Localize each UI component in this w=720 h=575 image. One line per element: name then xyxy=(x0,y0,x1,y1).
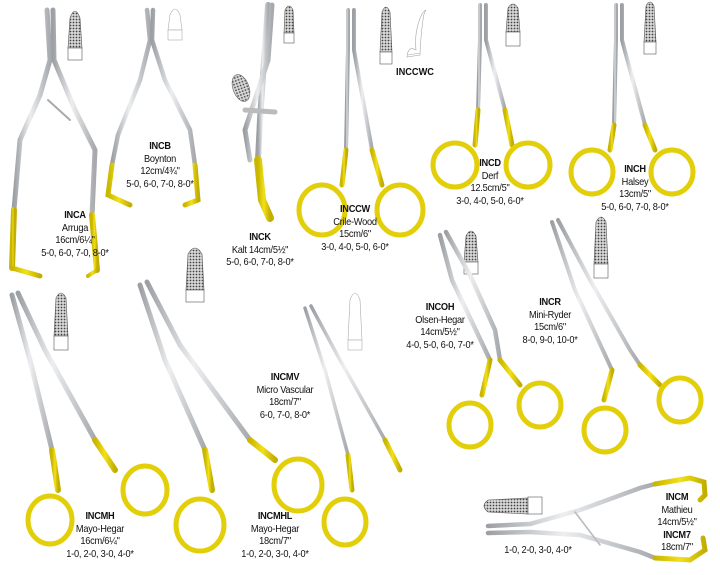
product-code: INCCW xyxy=(339,203,370,215)
product-sutures: 5-0, 6-0, 7-0, 8-0* xyxy=(226,256,294,268)
product-sutures: 3-0, 4-0, 5-0, 6-0* xyxy=(321,240,389,253)
tip-icon-incd xyxy=(505,3,521,47)
product-name: Mayo-Hegar xyxy=(250,522,300,535)
product-name: Mini-Ryder xyxy=(528,308,572,321)
product-name: Boynton xyxy=(143,152,177,165)
product-label-incoh: INCOH Olsen-Hegar 14cm/5½" 4-0, 5-0, 6-0… xyxy=(396,301,484,351)
product-size: 14cm/5½" xyxy=(420,326,460,338)
tip-icon-incb xyxy=(167,8,183,41)
product-code: INCD xyxy=(479,157,501,169)
product-sutures: 1-0, 2-0, 3-0, 4-0* xyxy=(66,547,134,560)
product-code: INCK xyxy=(249,231,271,243)
product-size: 12cm/4¾" xyxy=(140,165,180,177)
product-sutures: 5-0, 6-0, 7-0, 8-0* xyxy=(601,200,669,213)
product-size: 16cm/6¼" xyxy=(55,234,95,246)
product-label-incmv: INCMV Micro Vascular 18cm/7" 6-0, 7-0, 8… xyxy=(237,371,334,421)
product-sutures: 3-0, 4-0, 5-0, 6-0* xyxy=(456,194,524,207)
instrument-inccw xyxy=(296,8,426,238)
product-size: 15cm/6" xyxy=(534,321,566,333)
product-sutures: 5-0, 6-0, 7-0, 8-0* xyxy=(41,246,109,259)
product-size: 16cm/6¼" xyxy=(80,535,120,547)
tip-icon-incmv xyxy=(347,292,363,351)
instrument-incr xyxy=(550,218,704,455)
tip-icon-incmhl xyxy=(185,247,205,303)
product-code: INCMV xyxy=(270,371,300,383)
product-sutures: 8-0, 9-0, 10-0* xyxy=(522,333,578,346)
product-label-incm: INCM Mathieu 14cm/5½" INCM7 18cm/7" xyxy=(646,491,708,554)
product-size: 13cm/5" xyxy=(619,188,651,200)
product-code: INCR xyxy=(539,296,561,308)
product-code: INCB xyxy=(149,140,171,152)
product-label-inca: INCA Arruga 16cm/6¼" 5-0, 6-0, 7-0, 8-0* xyxy=(18,209,132,259)
product-sutures: 1-0, 2-0, 3-0, 4-0* xyxy=(241,547,309,560)
instrument-incmv xyxy=(303,304,403,548)
product-code: INCA xyxy=(64,209,86,221)
instrument-incd xyxy=(430,3,553,190)
product-label-incmhl: INCMHL Mayo-Hegar 18cm/7" 1-0, 2-0, 3-0,… xyxy=(222,510,328,560)
tip-icon-inck xyxy=(283,5,295,44)
product-size: 18cm/7" xyxy=(269,396,301,408)
product-label-inch: INCH Halsey 13cm/5" 5-0, 6-0, 7-0, 8-0* xyxy=(587,163,684,213)
product-size: 12.5cm/5" xyxy=(470,182,510,194)
product-code: INCH xyxy=(624,163,646,175)
product-size-secondary: 18cm/7" xyxy=(661,541,693,553)
product-sutures: 6-0, 7-0, 8-0* xyxy=(259,408,311,421)
product-size: 14cm/5½" xyxy=(657,516,697,528)
product-label-incr: INCR Mini-Ryder 15cm/6" 8-0, 9-0, 10-0* xyxy=(506,296,594,346)
product-label-incmh: INCMH Mayo-Hegar 16cm/6¼" 1-0, 2-0, 3-0,… xyxy=(47,510,153,560)
tip-icon-incr xyxy=(593,216,609,279)
product-size: 15cm/6" xyxy=(339,228,371,240)
product-label-inck: INCK Kalt 14cm/5½" 5-0, 6-0, 7-0, 8-0* xyxy=(212,231,309,269)
product-label-incb: INCB Boynton 12cm/4¾" 5-0, 6-0, 7-0, 8-0… xyxy=(107,140,213,190)
tip-icon-incm xyxy=(483,496,543,515)
instrument-incoh xyxy=(437,229,564,450)
jaw-tip-icons xyxy=(53,1,657,515)
instrument-incmh xyxy=(9,290,170,547)
product-name: Kalt 14cm/5½" xyxy=(231,243,289,256)
instrument-inca xyxy=(9,7,100,279)
product-code-secondary: INCM7 xyxy=(663,528,691,541)
product-sutures: 5-0, 6-0, 7-0, 8-0* xyxy=(126,177,194,190)
instrument-incb xyxy=(105,7,201,208)
instrument-incm xyxy=(485,475,708,563)
tip-icon-inca xyxy=(67,10,83,61)
product-name: Mathieu xyxy=(661,503,693,516)
product-code: INCMH xyxy=(85,510,115,522)
tip-icon-incmh xyxy=(53,292,69,351)
product-label-inccw: INCCW Crile-Wood 15cm/6" 3-0, 4-0, 5-0, … xyxy=(307,203,404,253)
product-name: Micro Vascular xyxy=(256,383,314,396)
product-sutures: 4-0, 5-0, 6-0, 7-0* xyxy=(406,338,474,351)
product-name: Derf xyxy=(481,169,499,182)
instrument-inch xyxy=(568,3,696,197)
instrument-inck xyxy=(231,2,278,222)
product-label-incd: INCD Derf 12.5cm/5" 3-0, 4-0, 5-0, 6-0* xyxy=(437,157,543,207)
product-code-inccwc: INCCWC xyxy=(396,66,434,78)
product-sutures-incm: 1-0, 2-0, 3-0, 4-0* xyxy=(504,544,572,556)
product-name: Arruga xyxy=(61,221,89,234)
product-code: INCM xyxy=(665,491,689,503)
product-name: Crile-Wood xyxy=(333,215,377,228)
product-name: Mayo-Hegar xyxy=(75,522,125,535)
product-code: INCMHL xyxy=(257,510,293,522)
product-name: Halsey xyxy=(621,175,649,188)
tip-icon-inch xyxy=(643,1,657,55)
product-size: 18cm/7" xyxy=(259,535,291,547)
instrument-incmhl xyxy=(137,279,325,554)
product-code: INCOH xyxy=(425,301,455,313)
tip-icon-inccw xyxy=(379,6,393,65)
product-name: Olsen-Hegar xyxy=(415,313,465,326)
tip-icon-inccwc xyxy=(406,9,426,58)
